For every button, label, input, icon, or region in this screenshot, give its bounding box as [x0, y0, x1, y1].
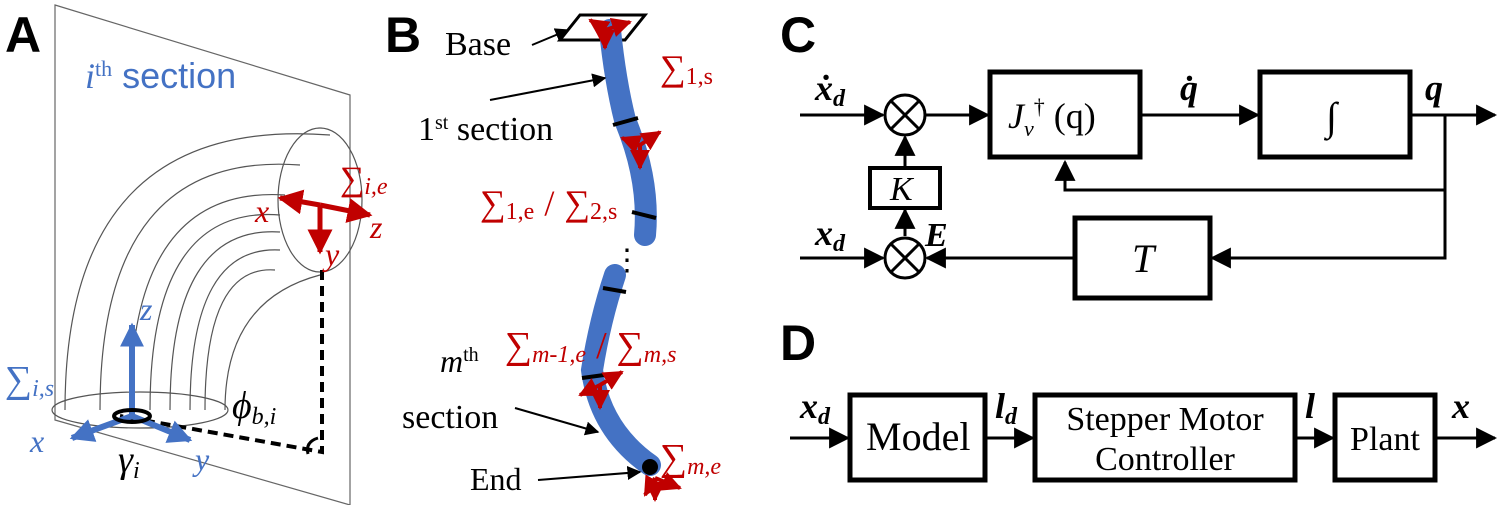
- panel-b: B ⋮ Base: [385, 7, 721, 502]
- first-section-label: 1st section: [418, 111, 553, 148]
- base-axis-y-label: y: [192, 441, 210, 477]
- first-section-leader: [489, 73, 607, 101]
- summing-junction-bottom: [883, 236, 927, 280]
- section-dividers: [581, 116, 657, 380]
- bent-tube: [51, 127, 363, 429]
- panel-a-letter: A: [5, 7, 41, 63]
- base-axis-x-label: x: [29, 423, 44, 459]
- signal-l-label: l: [1305, 386, 1315, 426]
- panel-b-letter: B: [385, 7, 421, 63]
- end-axis-y-label: y: [322, 236, 340, 272]
- end-frame-axes: [277, 189, 373, 255]
- end-axis-z-label: z: [369, 209, 383, 245]
- phi-label: ϕb,i: [232, 385, 276, 430]
- frame-m-e-label: ∑m,e: [660, 437, 721, 480]
- base-label: Base: [445, 26, 511, 63]
- ellipsis: ⋮: [612, 244, 642, 277]
- gain-k-label: K: [889, 171, 915, 208]
- frame-1e-2s-label: ∑1,e/∑2,s: [480, 183, 617, 225]
- signal-qdot-label: q̇: [1180, 68, 1198, 108]
- block-controller-line1: Stepper Motor: [1066, 401, 1264, 438]
- block-jacobian-label: Jv† (q): [1008, 94, 1096, 141]
- base-leader: [531, 28, 570, 46]
- section-title: ith section: [85, 55, 236, 96]
- panel-c-letter: C: [780, 7, 816, 63]
- end-label: End: [470, 461, 522, 497]
- frame-i-e-label: ∑i,e: [340, 161, 388, 200]
- input-xd-label: xd: [814, 213, 846, 257]
- phi-dashed-lines: [119, 270, 324, 455]
- panel-a: A ith section ∑i,e x: [5, 4, 388, 505]
- panel-d: D xd Model ld Stepper Motor Controller l…: [780, 315, 1498, 483]
- gamma-label: γi: [118, 439, 140, 484]
- frame-markers: [578, 17, 682, 502]
- frame-1-s-label: ∑1,s: [660, 48, 713, 90]
- block-model-label: Model: [866, 414, 970, 459]
- gamma-arc: [112, 408, 152, 424]
- block-controller-line2: Controller: [1095, 441, 1235, 478]
- phi-angle-mark: [306, 436, 319, 455]
- d-output-x-label: x: [1451, 386, 1470, 426]
- robot-body-lower: [580, 264, 661, 476]
- block-plant-label: Plant: [1350, 421, 1420, 458]
- input-xd-dot-label: ẋd: [814, 68, 846, 112]
- section-plane: [54, 4, 351, 505]
- frame-i-s-label: ∑i,s: [5, 359, 54, 402]
- signal-ld-label: ld: [995, 386, 1018, 430]
- frame-m1e-ms-label: ∑m-1,e/∑m,s: [505, 325, 676, 368]
- base-axis-z-label: z: [139, 291, 153, 327]
- output-q-label: q: [1425, 68, 1443, 108]
- mth-section-word: section: [402, 399, 498, 436]
- d-input-xd-label: xd: [799, 386, 831, 430]
- panel-d-letter: D: [780, 315, 816, 371]
- mth-section-index: mth: [440, 343, 479, 379]
- end-axis-x-label: x: [254, 193, 269, 229]
- signal-lines-c: [800, 104, 1498, 269]
- block-integrator-label: ∫: [1323, 94, 1340, 141]
- panel-c: C ẋd x: [780, 7, 1498, 301]
- summing-junction-top: [883, 93, 927, 137]
- end-point: [642, 459, 658, 475]
- block-t-label: T: [1132, 236, 1157, 281]
- mth-section-leader: [514, 407, 600, 436]
- end-leader: [537, 466, 642, 481]
- error-e-label: E: [924, 217, 948, 254]
